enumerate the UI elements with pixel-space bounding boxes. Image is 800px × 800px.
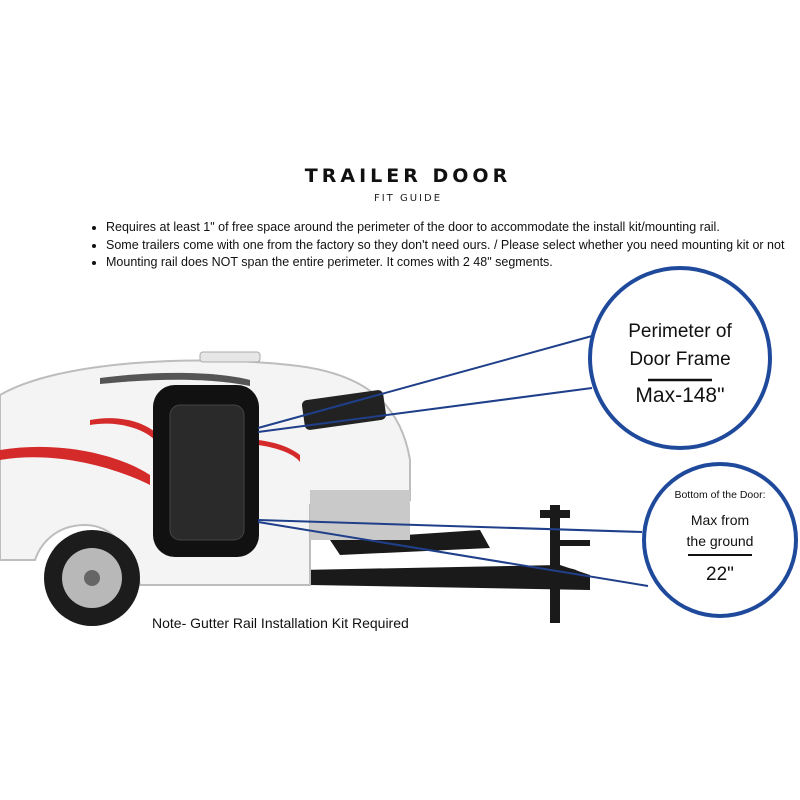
- side-window: [301, 390, 387, 430]
- callout-line: Door Frame: [629, 349, 731, 370]
- stripe: [100, 372, 250, 386]
- callout-line: the ground: [686, 533, 754, 549]
- bottom-callout: Bottom of the Door: Max from the ground …: [640, 489, 800, 586]
- callout-line: Perimeter of: [628, 321, 732, 342]
- requirements-list: Requires at least 1" of free space aroun…: [90, 219, 786, 272]
- list-item: Some trailers come with one from the fac…: [106, 237, 786, 255]
- stripe: [258, 440, 300, 462]
- callout-label: Bottom of the Door:: [674, 489, 766, 501]
- bottom-callout-circle: [642, 462, 798, 618]
- roof-vent: [199, 351, 261, 363]
- diamond-plate: [310, 490, 410, 540]
- page-subtitle: FIT GUIDE: [373, 193, 443, 204]
- ground-max-value: 22": [706, 564, 734, 585]
- list-item: Requires at least 1" of free space aroun…: [106, 219, 786, 237]
- installation-note: Note- Gutter Rail Installation Kit Requi…: [152, 615, 409, 631]
- list-item: Mounting rail does NOT span the entire p…: [106, 254, 786, 272]
- stripe: [0, 446, 150, 485]
- door-window: [169, 404, 245, 541]
- page-title: TRAILER DOOR: [304, 165, 512, 187]
- callout-line: Max from: [690, 512, 750, 528]
- perimeter-max-value: Max-148": [635, 384, 725, 407]
- stripe: [90, 418, 155, 440]
- perimeter-callout-circle: [588, 266, 772, 450]
- perimeter-callout: Perimeter of Door Frame Max-148": [600, 318, 760, 410]
- leader-lines: [257, 335, 649, 587]
- trailer-frame: [300, 505, 590, 623]
